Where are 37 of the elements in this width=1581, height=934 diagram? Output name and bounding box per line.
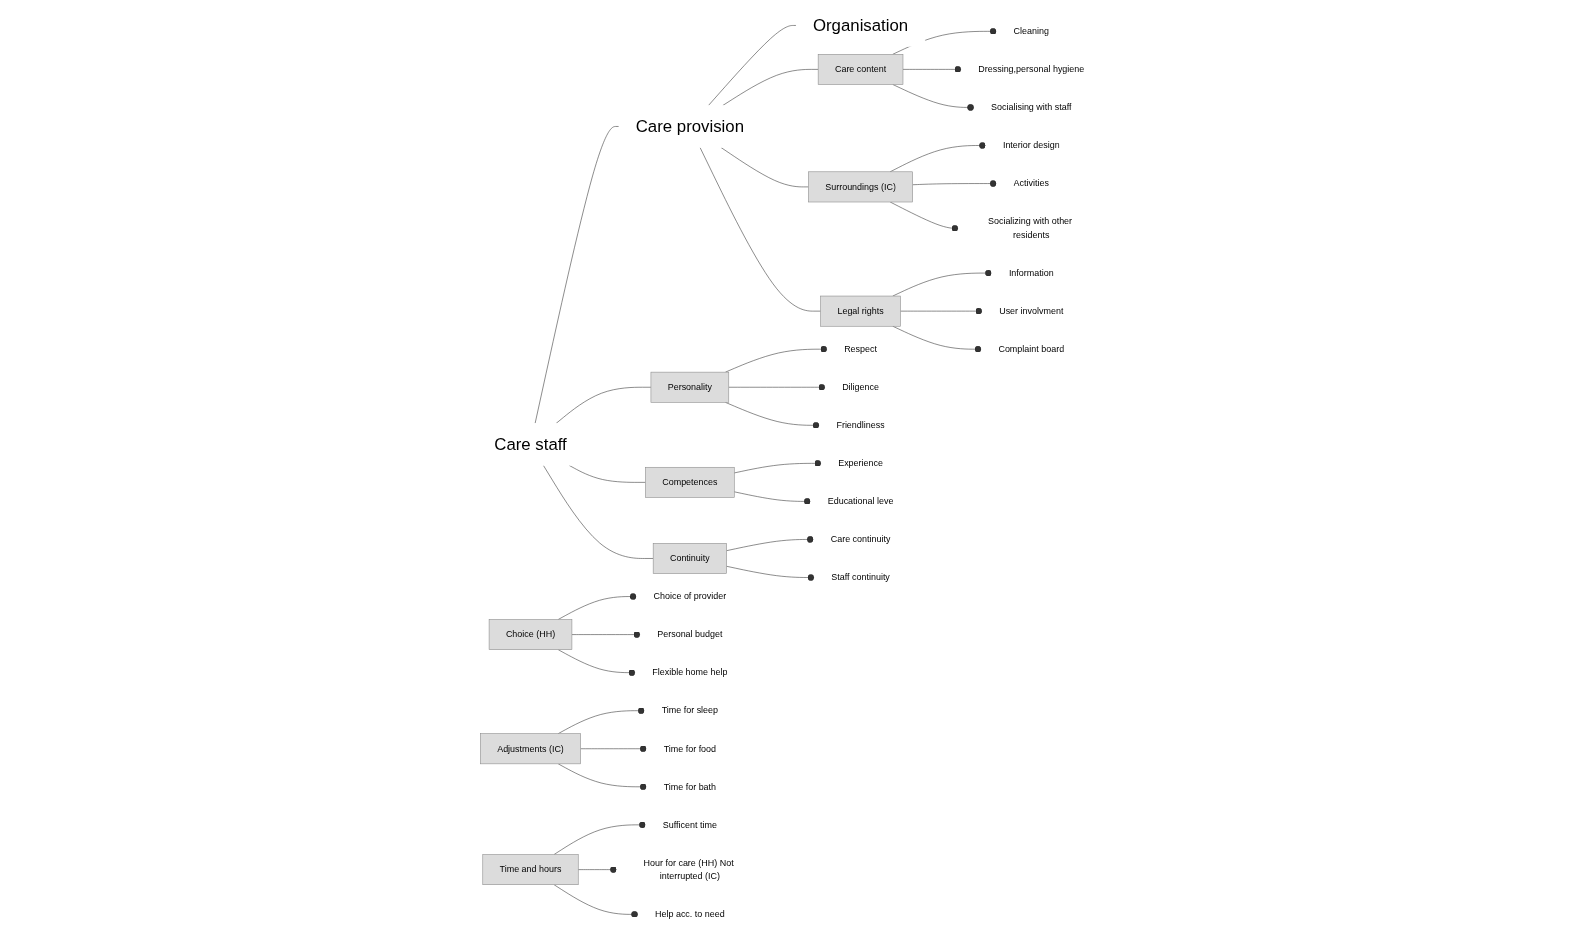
node-text: Care continuity	[830, 534, 891, 544]
node-box: Continuity	[652, 543, 727, 574]
node-text: Experience	[837, 458, 883, 468]
node-text: Interior design	[1002, 140, 1060, 150]
node-text: Diligence	[841, 382, 879, 392]
node-text: Time for food	[663, 743, 716, 754]
node-text: Hour for care (HH) Not interrupted (IC)	[643, 857, 734, 881]
node-text: Choice of provider	[653, 591, 726, 602]
node-box: Legal rights	[820, 295, 901, 327]
node-text: Socialising with staff	[990, 102, 1072, 112]
node-text: Information	[1008, 268, 1054, 278]
node-text: User involvment	[998, 306, 1064, 316]
node-text: Care staff	[494, 435, 567, 454]
node-text: Help acc. to need	[654, 909, 725, 919]
node-box: Personality	[650, 371, 729, 403]
node-text: Sufficent time	[662, 819, 717, 830]
node-box: Surroundings (IC)	[807, 171, 913, 203]
node-box: Adjustments (IC)	[479, 733, 581, 765]
node-text: Educational leve	[827, 496, 894, 506]
node-text: Time for sleep	[661, 705, 718, 716]
node-text: Socializing with other residents	[987, 216, 1072, 240]
node-text: Staff continuity	[831, 572, 890, 582]
node-text: Cleaning	[1013, 26, 1049, 36]
node-text: Flexible home help	[652, 667, 728, 678]
node-text: Dressing,personal hygiene	[978, 64, 1085, 74]
node-box: Time and hours	[482, 854, 579, 885]
node-text: Personal budget	[657, 629, 723, 640]
node-box: Care content	[817, 54, 903, 85]
node-text: Care provision	[635, 117, 744, 136]
node-box: Choice (HH)	[488, 619, 572, 650]
node-text: Respect	[843, 344, 877, 354]
node-text: Friendliness	[836, 420, 885, 430]
node-text: Time for bath	[663, 781, 716, 792]
node-text: Activities	[1013, 178, 1049, 189]
node-text: Organisation	[812, 16, 908, 35]
node-text: Complaint board	[998, 344, 1064, 354]
node-box: Competences	[644, 467, 735, 498]
